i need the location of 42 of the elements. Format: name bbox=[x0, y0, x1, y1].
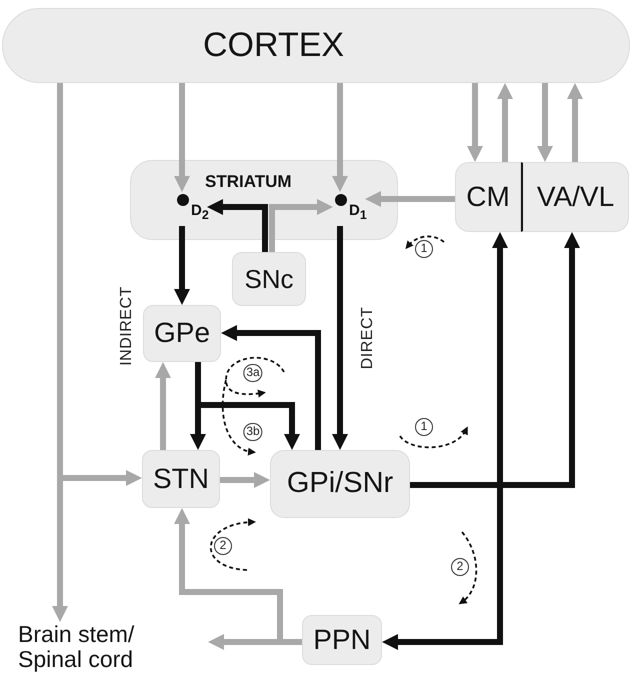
arrow bbox=[467, 83, 483, 162]
region-label: VA/VL bbox=[536, 182, 614, 212]
region-label: GPi/SNr bbox=[286, 468, 394, 500]
region-box bbox=[302, 615, 382, 665]
target-label: Brain stem/ Spinal cord bbox=[18, 622, 136, 673]
region-label: CORTEX bbox=[203, 26, 344, 64]
circled-number: 1 bbox=[415, 418, 433, 436]
arrow bbox=[365, 191, 455, 207]
region-label: SNc bbox=[244, 264, 294, 294]
region-box bbox=[270, 450, 410, 518]
arrow bbox=[174, 226, 190, 305]
arrow bbox=[220, 472, 270, 488]
pathway-label: INDIRECT bbox=[118, 286, 136, 366]
region-box bbox=[455, 162, 521, 232]
receptor-label: D$_{2}$ bbox=[191, 203, 209, 223]
region-box bbox=[521, 162, 629, 232]
region-label: GPe bbox=[154, 318, 210, 349]
arrow bbox=[221, 325, 321, 450]
region-label: STRIATUM bbox=[205, 173, 292, 192]
region-label: STN bbox=[153, 464, 209, 494]
circled-number: 1 bbox=[415, 240, 433, 258]
receptor-label: D$_{1}$ bbox=[349, 203, 367, 223]
circled-number: 2 bbox=[214, 537, 232, 555]
pathway-label: DIRECT bbox=[359, 306, 377, 370]
region-label: PPN bbox=[313, 624, 371, 656]
region-box bbox=[143, 305, 221, 362]
region-box bbox=[130, 160, 398, 240]
arrow bbox=[497, 83, 513, 162]
arrow bbox=[537, 83, 553, 162]
circled-number: 3a bbox=[243, 364, 263, 382]
circled-number: 3b bbox=[243, 423, 263, 441]
arrow bbox=[174, 83, 190, 192]
arrow bbox=[207, 199, 268, 252]
arrow bbox=[332, 226, 348, 450]
region-label: CM bbox=[466, 182, 510, 212]
arrow bbox=[155, 362, 171, 450]
arrow bbox=[269, 199, 333, 252]
region-box bbox=[232, 252, 306, 306]
region-box bbox=[142, 450, 220, 508]
circled-number: 2 bbox=[451, 558, 469, 576]
arrow bbox=[332, 83, 348, 192]
arrow bbox=[567, 83, 583, 162]
